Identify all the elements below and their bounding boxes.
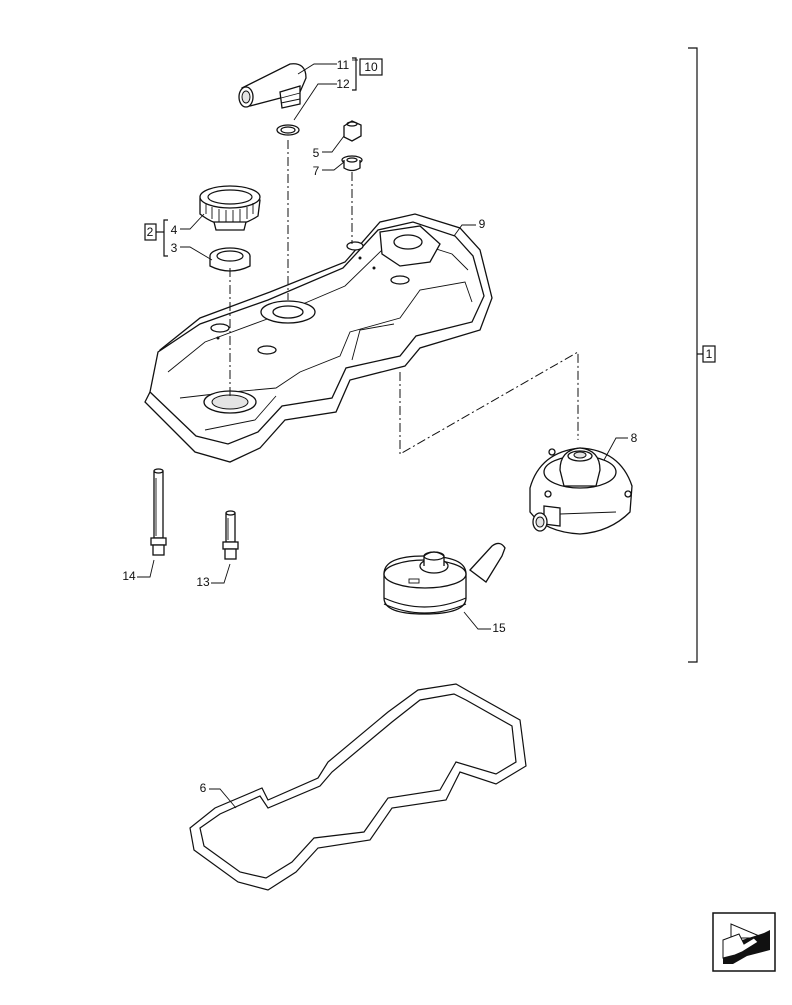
oil-filler-cap: [199, 185, 261, 231]
callout-12: 12: [336, 77, 350, 91]
o-ring: [276, 124, 300, 136]
callout-4: 4: [171, 223, 178, 237]
filler-cap-seal: [209, 247, 251, 272]
nut: [343, 120, 362, 142]
callout-3: 3: [171, 241, 178, 255]
short-stud: [222, 510, 239, 560]
callout-6: 6: [200, 781, 207, 795]
long-stud: [150, 468, 167, 556]
callout-9: 9: [479, 217, 486, 231]
next-page-arrow-icon[interactable]: [712, 912, 776, 972]
callout-11: 11: [337, 58, 350, 72]
callout-1: 1: [706, 347, 713, 361]
callout-14: 14: [122, 569, 136, 583]
crankcase-breather: [529, 447, 633, 535]
callout-2: 2: [147, 225, 154, 239]
callout-5: 5: [313, 146, 320, 160]
callout-labels: 11 12 10 5 7 2 4 3 9 8 14 13 15 6: [122, 57, 638, 795]
valve-cover-gasket: [189, 683, 527, 891]
callout-15: 15: [492, 621, 506, 635]
callout-7: 7: [313, 164, 320, 178]
washer: [341, 155, 363, 172]
callout-10: 10: [364, 60, 378, 74]
breather-hose: [238, 63, 307, 109]
valve-cover: [144, 213, 493, 463]
oil-separator: [383, 542, 506, 615]
assembly-center-lines: [229, 140, 579, 455]
leader-lines: [137, 59, 628, 809]
callout-13: 13: [196, 575, 210, 589]
assembly-bracket: 1: [688, 47, 716, 663]
callout-8: 8: [631, 431, 638, 445]
